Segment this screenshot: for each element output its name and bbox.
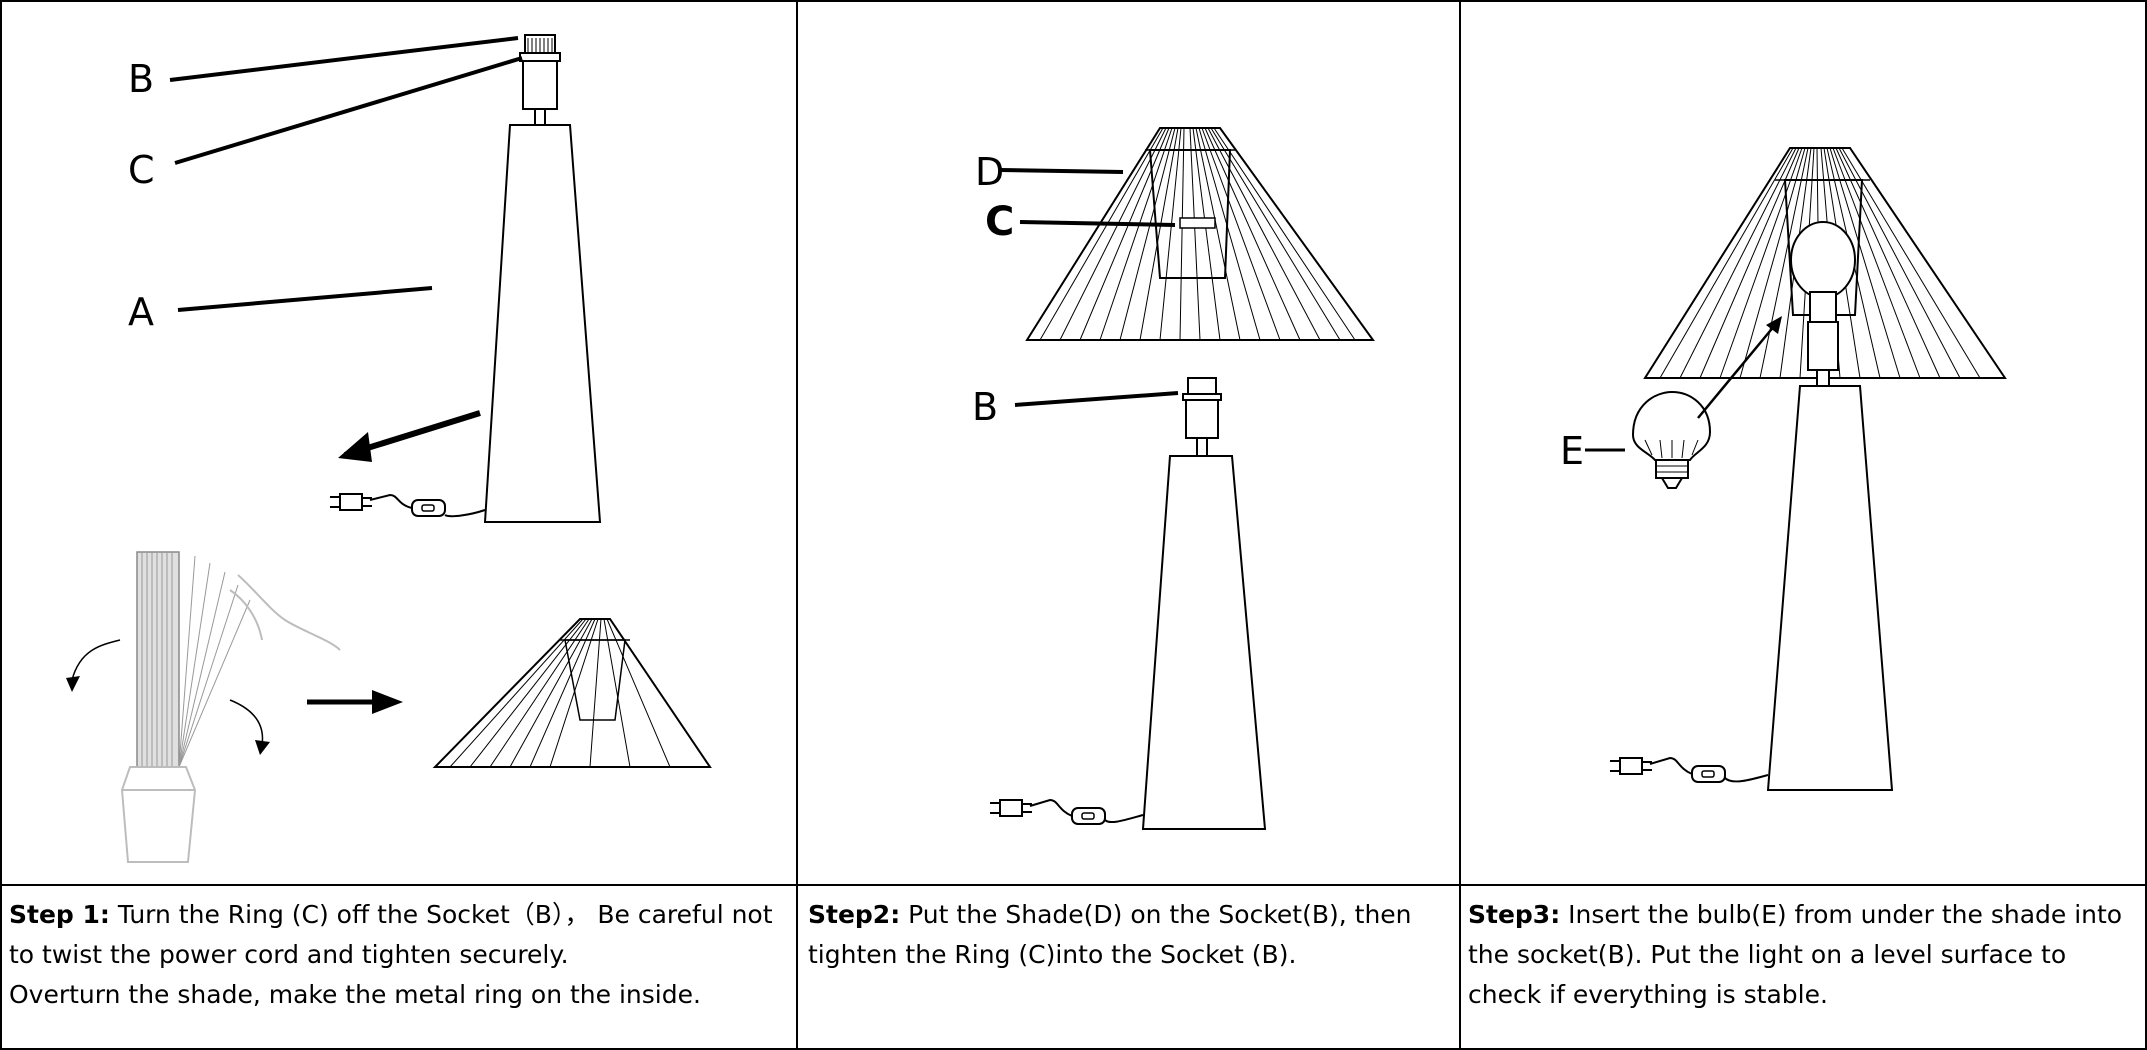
label-a: A [128,290,154,334]
step-1-line-1: Step 1: Turn the Ring (C) off the Socket… [9,895,789,935]
step-1-line-2: to twist the power cord and tighten secu… [9,940,569,969]
label-e: E [1560,429,1584,473]
step-3-heading: Step3: [1468,900,1561,929]
captions-row: Step 1: Turn the Ring (C) off the Socket… [0,885,2147,1050]
step-3-caption: Step3: Insert the bulb(E) from under the… [1468,895,2128,1015]
label-b-step2: B [972,385,998,429]
label-b: B [128,57,154,101]
step-3-line-2: the socket(B). Put the light on a level … [1468,940,2067,969]
label-c-step2: C [985,199,1014,245]
label-c: C [128,148,155,192]
step-3-line-1: Step3: Insert the bulb(E) from under the… [1468,895,2128,935]
panel-2-lamp: D C B [972,127,1375,830]
label-d: D [975,150,1004,194]
step-2-caption: Step2: Put the Shade(D) on the Socket(B)… [808,895,1448,975]
step-3-text-1: Insert the bulb(E) from under the shade … [1568,900,2123,929]
step-1-heading: Step 1: [9,900,110,929]
step-1-text-1: Turn the Ring (C) off the Socket（B）， Be … [117,900,773,929]
step-3-line-3: check if everything is stable. [1468,980,1828,1009]
panel-1-lamp: B C A [128,34,602,523]
step-1-line-3: Overturn the shade, make the metal ring … [9,980,701,1009]
panel-3-lamp: E [1560,147,2007,791]
step-2-text-1: Put the Shade(D) on the Socket(B), then [908,900,1412,929]
step-1-caption: Step 1: Turn the Ring (C) off the Socket… [9,895,789,1015]
step-2-line-1: Step2: Put the Shade(D) on the Socket(B)… [808,895,1448,935]
step-2-line-2: tighten the Ring (C)into the Socket (B). [808,940,1297,969]
panel-1-overturn-illustration [66,551,712,863]
step-2-heading: Step2: [808,900,901,929]
